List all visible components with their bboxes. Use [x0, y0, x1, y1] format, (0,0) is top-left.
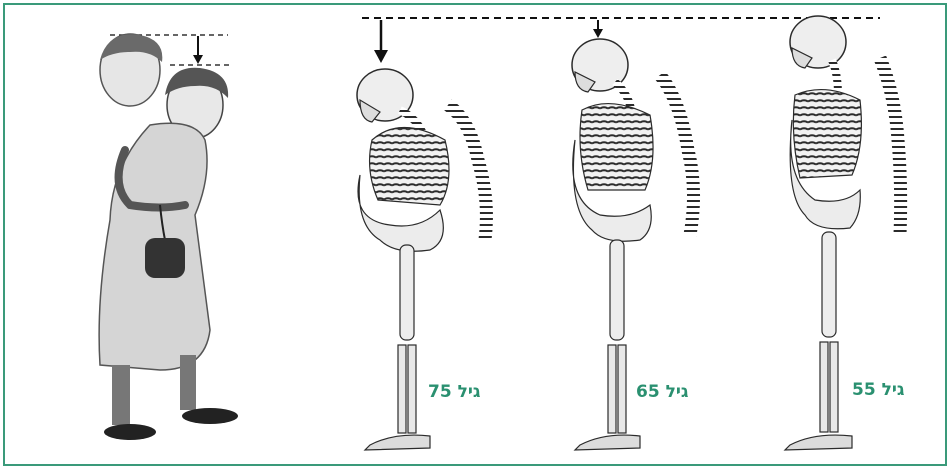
age-65-label: גיל 65 [636, 382, 688, 402]
down-arrow-icon [593, 20, 603, 38]
down-arrow-icon [193, 36, 203, 64]
elderly-woman-figure [99, 34, 238, 440]
age-75-label: גיל 75 [428, 382, 480, 402]
age-55-label: גיל 55 [852, 380, 904, 400]
down-arrow-icon [374, 20, 388, 63]
